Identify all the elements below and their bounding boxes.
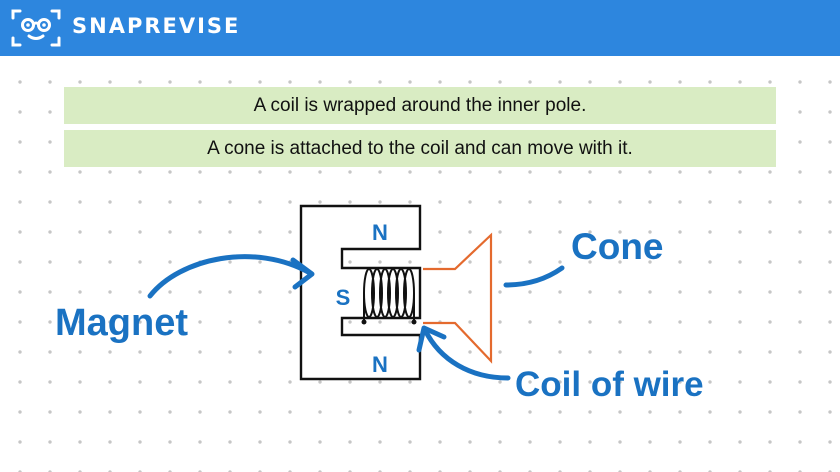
cone-label: Cone: [571, 226, 664, 267]
cone: [423, 232, 493, 364]
face-with-glasses-icon: [11, 9, 61, 47]
magnet-label: Magnet: [55, 302, 188, 344]
magnet-arrow: [147, 254, 315, 299]
magnet-body: [299, 204, 422, 381]
coil-arrow: [416, 325, 511, 381]
pole-label-south: S: [336, 285, 351, 310]
header-bar: SNAPREVISE: [0, 0, 840, 56]
pole-label-north-top: N: [372, 220, 388, 245]
coil-label: Coil of wire: [515, 365, 704, 404]
pole-label-north-bottom: N: [372, 352, 388, 377]
coil-of-wire: [363, 268, 415, 322]
cone-pointer: [503, 265, 565, 288]
brand-name: SNAPREVISE: [72, 14, 241, 38]
statement-banner: A coil is wrapped around the inner pole.: [64, 87, 776, 124]
wire-end: [361, 319, 367, 325]
dot-grid-background: [0, 56, 840, 472]
statement-banner: A cone is attached to the coil and can m…: [64, 130, 776, 167]
wire-end: [411, 319, 417, 325]
